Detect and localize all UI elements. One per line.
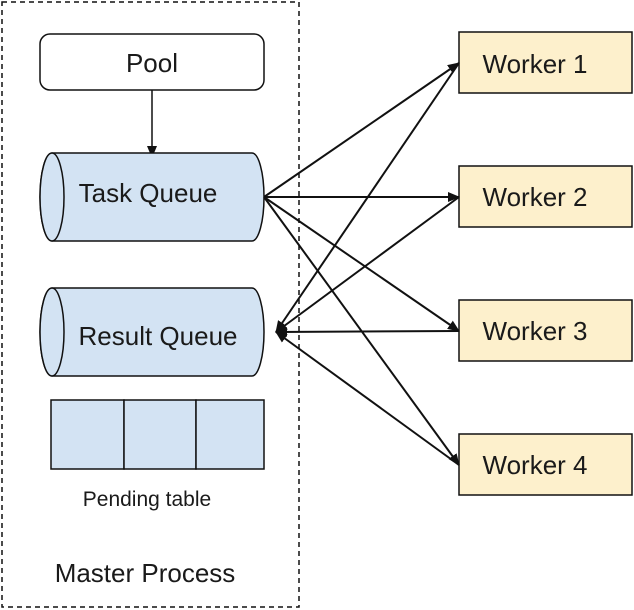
worker-1-to-result-arrow (275, 62, 460, 333)
worker-1-box (458, 31, 633, 94)
worker-4-to-result-arrow (275, 331, 460, 466)
pending-table (50, 399, 265, 470)
pending-table-cell (50, 399, 125, 470)
worker-2-label: Worker 2 (483, 182, 588, 212)
pending-table-cell (123, 399, 197, 470)
master-process-label: Master Process (55, 558, 236, 588)
worker-3-box (458, 299, 633, 362)
worker-4-box (458, 433, 633, 496)
pool-label: Pool (126, 48, 178, 78)
result-queue-label: Result Queue (79, 321, 238, 351)
task-queue-cylinder (39, 152, 265, 242)
worker-1-label: Worker 1 (483, 49, 588, 79)
result-queue-cylinder (39, 287, 265, 377)
worker-2-to-result-arrow (275, 196, 460, 333)
task-to-worker-3-arrow (263, 196, 460, 332)
pending-table-cell (195, 399, 265, 470)
task-queue-label: Task Queue (79, 178, 218, 208)
pending-table-label: Pending table (83, 488, 211, 511)
worker-3-to-result-arrow (275, 326, 460, 337)
worker-3-label: Worker 3 (483, 316, 588, 346)
task-to-worker-1-arrow (263, 62, 460, 198)
worker-4-label: Worker 4 (483, 450, 588, 480)
master-process-boundary (1, 1, 300, 608)
